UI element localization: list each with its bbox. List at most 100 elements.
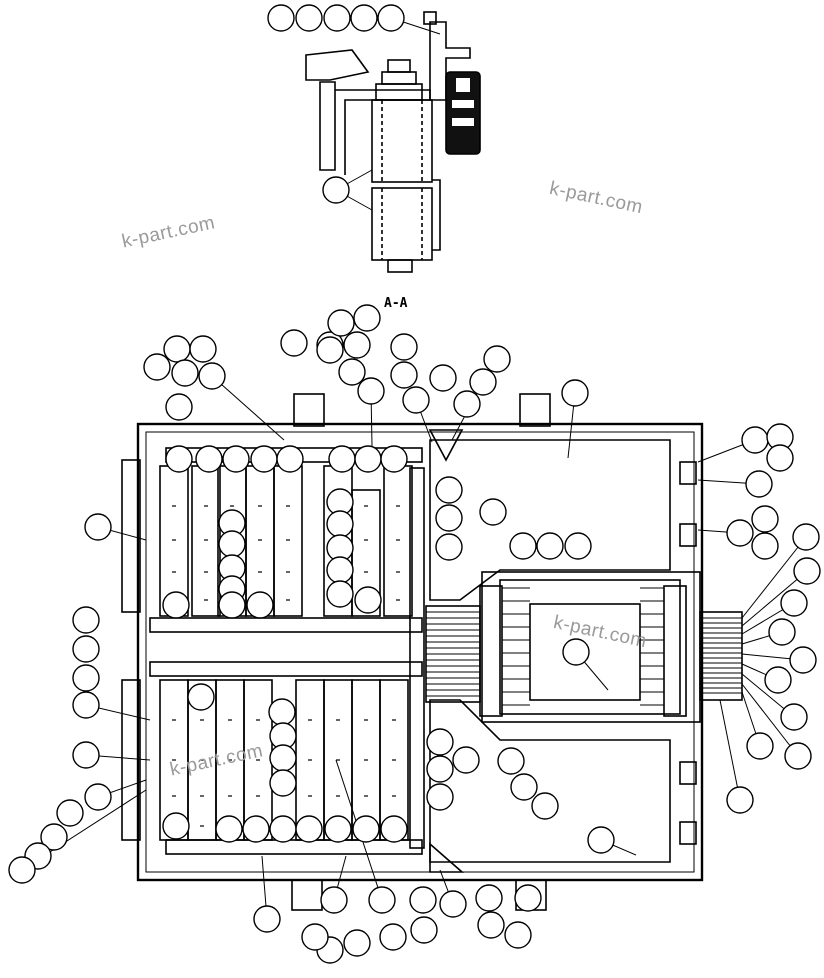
callout-bubble [320, 886, 348, 914]
callout-bubble [343, 929, 371, 957]
callout-bubble [453, 390, 481, 418]
callout-bubble [793, 557, 821, 585]
callout-bubble [143, 353, 171, 381]
callout-bubble [267, 4, 295, 32]
callout-bubble [222, 445, 250, 473]
callout-bubble [426, 783, 454, 811]
callout-bubble [338, 358, 366, 386]
callout-bubble [504, 921, 532, 949]
callout-circles [8, 4, 821, 964]
callout-bubble [72, 741, 100, 769]
callout-bubble [531, 792, 559, 820]
coil-windings [426, 587, 742, 706]
callout-bubble [323, 4, 351, 32]
callout-bubble [435, 504, 463, 532]
callout-bubble [764, 666, 792, 694]
callout-bubble [789, 646, 817, 674]
callout-bubble [497, 747, 525, 775]
callout-bubble [350, 4, 378, 32]
section-label: A-A [384, 296, 408, 311]
callout-bubble [751, 505, 779, 533]
callout-bubble [780, 703, 808, 731]
callout-bubble [195, 445, 223, 473]
callout-bubble [435, 476, 463, 504]
callout-bubble [469, 368, 497, 396]
callout-bubble [328, 445, 356, 473]
callout-bubble [562, 638, 590, 666]
callout-bubble [751, 532, 779, 560]
callout-bubble [280, 329, 308, 357]
callout-bubble [402, 386, 430, 414]
callout-bubble [766, 444, 794, 472]
callout-bubble [246, 591, 274, 619]
callout-bubble [301, 923, 329, 951]
callout-bubble [72, 691, 100, 719]
section-a-a-view [305, 11, 481, 273]
callout-bubble [368, 886, 396, 914]
callout-bubble [187, 683, 215, 711]
callout-bubble [269, 769, 297, 797]
callout-bubble [439, 890, 467, 918]
callout-bubble [426, 755, 454, 783]
callout-bubble [162, 591, 190, 619]
callout-bubble [295, 815, 323, 843]
callout-bubble [390, 333, 418, 361]
main-assembly-view [121, 393, 743, 911]
callout-bubble [792, 523, 820, 551]
callout-bubble [452, 746, 480, 774]
callout-bubble [56, 799, 84, 827]
callout-bubble [316, 336, 344, 364]
callout-bubble [163, 335, 191, 363]
callout-bubble [250, 445, 278, 473]
callout-bubble [72, 664, 100, 692]
callout-bubble [253, 905, 281, 933]
callout-bubble [726, 519, 754, 547]
callout-bubble [784, 742, 812, 770]
callout-bubble [343, 331, 371, 359]
callout-bubble [745, 470, 773, 498]
callout-bubble [268, 698, 296, 726]
callout-bubble [165, 445, 193, 473]
callout-bubble [269, 815, 297, 843]
callout-bubble [326, 510, 354, 538]
callout-bubble [435, 533, 463, 561]
callout-bubble [72, 606, 100, 634]
callout-bubble [276, 445, 304, 473]
callout-bubble [564, 532, 592, 560]
callout-bubble [198, 362, 226, 390]
callout-bubble [165, 393, 193, 421]
callout-bubble [475, 884, 503, 912]
callout-bubble [72, 635, 100, 663]
callout-bubble [357, 377, 385, 405]
callout-bubble [510, 773, 538, 801]
callout-bubble [587, 826, 615, 854]
callout-bubble [162, 812, 190, 840]
callout-bubble [352, 815, 380, 843]
callout-bubble [269, 744, 297, 772]
callout-bubble [536, 532, 564, 560]
callout-bubble [215, 815, 243, 843]
callout-bubble [477, 911, 505, 939]
callout-bubble [726, 786, 754, 814]
callout-bubble [780, 589, 808, 617]
callout-bubble [561, 379, 589, 407]
callout-bubble [429, 364, 457, 392]
callout-bubble [324, 815, 352, 843]
callout-bubble [509, 532, 537, 560]
callout-bubble [379, 923, 407, 951]
callout-bubble [326, 556, 354, 584]
callout-bubble [8, 856, 36, 884]
callout-bubble [218, 530, 246, 558]
callout-bubble [390, 361, 418, 389]
callout-bubble [40, 823, 68, 851]
callout-bubble [514, 884, 542, 912]
callout-bubble [326, 580, 354, 608]
callout-bubble [353, 304, 381, 332]
callout-bubble [380, 815, 408, 843]
callout-bubble [354, 445, 382, 473]
callout-bubble [426, 728, 454, 756]
callout-bubble [327, 309, 355, 337]
callout-bubble [741, 426, 769, 454]
